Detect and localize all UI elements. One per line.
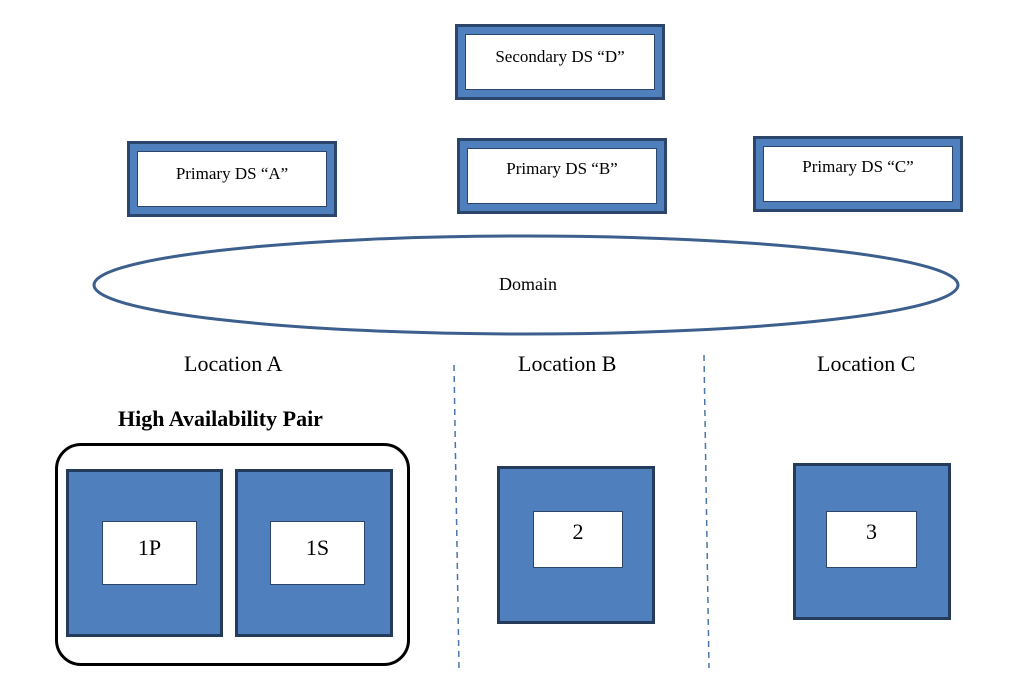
- node-1p-box: 1P: [66, 469, 223, 637]
- location-b-label: Location B: [518, 351, 617, 376]
- primary-ds-a-box: Primary DS “A”: [127, 141, 337, 217]
- location-divider-1: [453, 364, 460, 669]
- node-1s-label: 1S: [270, 521, 365, 585]
- domain-ellipse: [92, 234, 960, 336]
- location-a-label: Location A: [184, 351, 283, 376]
- node-3-label: 3: [826, 511, 917, 568]
- primary-ds-a-label: Primary DS “A”: [137, 151, 327, 207]
- node-1s-box: 1S: [235, 469, 393, 637]
- node-1p-label: 1P: [102, 521, 197, 585]
- domain-label: Domain: [499, 274, 557, 294]
- node-2-box: 2: [497, 466, 655, 624]
- ha-pair-title: High Availability Pair: [118, 406, 323, 431]
- location-divider-2: [703, 354, 710, 669]
- primary-ds-b-box: Primary DS “B”: [457, 138, 667, 214]
- primary-ds-c-label: Primary DS “C”: [763, 146, 953, 202]
- primary-ds-b-label: Primary DS “B”: [467, 148, 657, 204]
- ha-pair-group: [55, 443, 410, 666]
- node-2-label: 2: [533, 511, 623, 568]
- primary-ds-c-box: Primary DS “C”: [753, 136, 963, 212]
- secondary-ds-d-label: Secondary DS “D”: [465, 34, 655, 90]
- node-3-box: 3: [793, 463, 951, 620]
- secondary-ds-d-box: Secondary DS “D”: [455, 24, 665, 100]
- location-c-label: Location C: [817, 351, 916, 376]
